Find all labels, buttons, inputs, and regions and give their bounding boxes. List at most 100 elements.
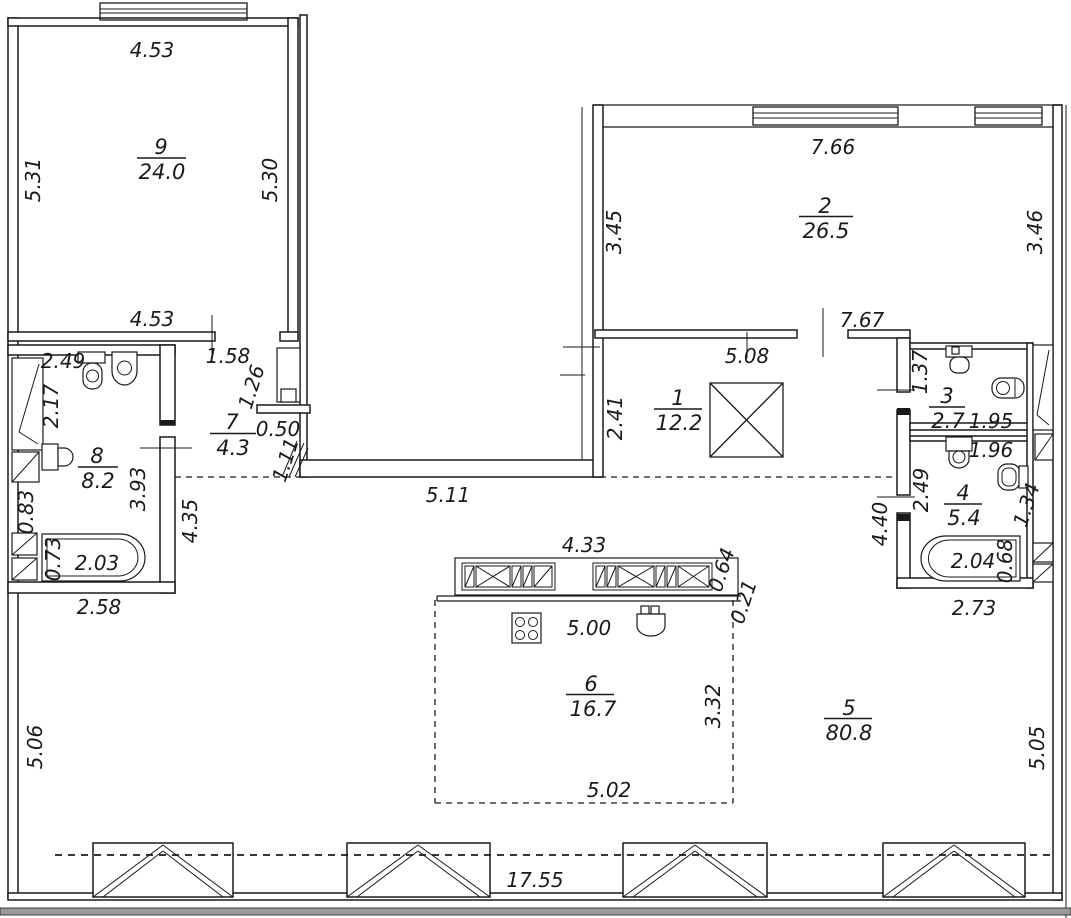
facade-window-2 [346, 842, 491, 898]
vanity-room8 [41, 443, 74, 471]
dim-r4-bottom: 2.73 [952, 596, 997, 620]
dim-r7-top: 1.58 [206, 344, 251, 368]
dim-z6-right: 3.32 [701, 684, 725, 729]
dim-r1-left: 2.41 [603, 396, 627, 441]
rooms-7-8-block [7, 344, 311, 594]
block34-left-wall-c [896, 512, 911, 589]
dim-r3-width: 1.95 [969, 409, 1014, 433]
room6-number: 6 [584, 672, 597, 696]
room9-window [99, 2, 248, 21]
dim-kitchen-top: 4.33 [562, 533, 607, 557]
room1-area: 12.2 [656, 411, 703, 435]
dim-r9-right: 5.30 [258, 158, 282, 203]
zone6-dashed-outline [434, 600, 734, 804]
bathtub-room4 [920, 535, 1021, 582]
room7-number: 7 [225, 410, 239, 434]
dim-r4-tub-length: 2.04 [951, 549, 996, 573]
sink-room3 [991, 377, 1025, 399]
dim-r4-outer-left: 4.40 [868, 502, 892, 547]
wardrobe-right [1032, 344, 1054, 431]
kitchen-sink [636, 605, 666, 637]
room8-door-pier [160, 420, 175, 425]
dim-r8-left: 2.17 [39, 383, 63, 428]
dim-r4-left: 2.49 [909, 468, 933, 513]
site-boundary-band [0, 907, 1071, 916]
dim-kitchen-length: 5.00 [567, 616, 612, 640]
dim-right-height: 5.05 [1025, 726, 1049, 771]
entrance-door [276, 347, 301, 403]
room2-room1-left-wall [592, 104, 604, 478]
kitchen-counter [436, 557, 741, 644]
room-2 [592, 104, 1062, 478]
washing-machine-room4 [1032, 542, 1054, 583]
room3-area: 2.7 [931, 409, 965, 433]
facade-window-1 [92, 842, 234, 898]
toilet-room8 [77, 351, 106, 390]
room2-bottom-wall-right [847, 329, 911, 339]
room9-area: 24.0 [139, 160, 186, 184]
dim-r4-tub-width: 0.68 [993, 539, 1017, 584]
room2-window-left [752, 106, 899, 126]
room4-area: 5.4 [947, 506, 980, 530]
room8-area: 8.2 [81, 469, 114, 493]
room8-fixtures [11, 351, 146, 582]
dim-r8-bottom: 2.58 [77, 595, 122, 619]
cabinet-group-left [461, 562, 556, 591]
dim-r2-left: 3.45 [602, 210, 626, 255]
toilet-room4 [997, 463, 1029, 491]
dim-left-height: 5.06 [23, 725, 47, 770]
dim-r9-bottom: 4.53 [130, 307, 175, 331]
dim-core-bottom: 5.11 [426, 483, 471, 507]
room3-fixtures [945, 345, 1025, 399]
dim-r1-top: 5.08 [725, 344, 770, 368]
room8-bottom-wall [7, 581, 176, 594]
room9-bottom-wall-left [7, 331, 216, 342]
room8-right-wall-a [159, 344, 176, 426]
dim-r9-top: 4.53 [130, 38, 175, 62]
room9-right-wall [287, 17, 299, 341]
room8-number: 8 [90, 444, 103, 468]
room-9 [7, 2, 299, 342]
sink-room8 [111, 351, 138, 386]
dim-z6-bottom: 5.02 [587, 778, 632, 802]
room2-number: 2 [818, 194, 831, 218]
room4-number: 4 [956, 481, 969, 505]
sink-room4 [945, 436, 973, 469]
washing-machine-room8 [11, 532, 38, 581]
room6-area: 16.7 [570, 697, 617, 721]
room5-number: 5 [842, 696, 855, 720]
room7-area: 4.3 [216, 436, 249, 460]
dim-r8-shelf: 0.83 [14, 490, 38, 535]
room8-right-wall-b [159, 436, 176, 594]
dim-r7-niche-width: 0.50 [256, 417, 301, 441]
dim-r4-top: 1.96 [969, 438, 1014, 462]
facade-window-4 [882, 842, 1026, 898]
cabinet-group-right [592, 562, 713, 591]
dim-r3-left: 1.37 [908, 349, 932, 394]
dim-r9-left: 5.31 [21, 158, 45, 203]
facade-window-3 [622, 842, 768, 898]
core-bottom-wall [299, 459, 601, 478]
stair-core [299, 14, 601, 478]
toilet-room3 [945, 345, 973, 374]
room5-area: 80.8 [826, 721, 873, 745]
dim-r2-top: 7.66 [811, 135, 856, 159]
dim-r8-right: 3.93 [126, 467, 150, 512]
room9-number: 9 [154, 135, 167, 159]
room9-top-wall [7, 17, 299, 27]
bathtub-room8 [41, 533, 146, 582]
block34-pier-a [897, 408, 910, 415]
dim-r2-bottom: 7.67 [840, 308, 885, 332]
dim-r8-tub-width: 0.73 [41, 537, 65, 582]
room2-window-right [974, 106, 1043, 126]
dimension-ticks [140, 308, 915, 498]
dim-r8-top: 2.49 [41, 349, 86, 373]
room4-fixtures [920, 344, 1054, 583]
room1-number: 1 [671, 386, 684, 410]
room2-area: 26.5 [803, 219, 850, 243]
bottom-wall [7, 892, 1063, 901]
room3-number: 3 [940, 384, 953, 408]
right-wall [1052, 104, 1063, 901]
